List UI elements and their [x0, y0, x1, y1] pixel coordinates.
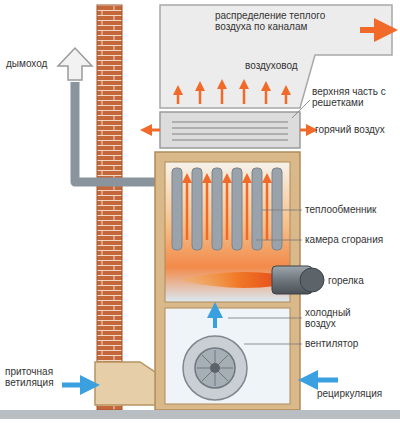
- heat-exchanger-tubes: [172, 168, 282, 250]
- recirculation-arrow: [308, 378, 338, 383]
- fan-compartment: [165, 308, 290, 404]
- fresh-air-arrow: [62, 383, 90, 388]
- heat-arrows: [187, 178, 267, 240]
- fan-wheel: [195, 348, 235, 388]
- brick-chimney: [97, 5, 122, 410]
- ground: [0, 410, 400, 419]
- part-label: верхняя часть с решетками: [312, 86, 396, 108]
- part-label: горелка: [328, 275, 388, 286]
- part-label: дымоход: [6, 58, 56, 69]
- part-label: горячий воздух: [315, 124, 397, 135]
- fan-blades: [197, 350, 233, 386]
- part-label: воздуховод: [245, 60, 315, 71]
- fan-hub: [210, 363, 220, 373]
- grille-section: [160, 112, 300, 148]
- duct-caption: распределение теплого воздуха по каналам: [215, 10, 350, 32]
- grille-slats: [172, 122, 288, 140]
- combustion-chamber: [165, 162, 290, 302]
- outflow-arrow: [360, 27, 386, 33]
- warm-air-arrows: [178, 84, 286, 104]
- fan-housing: [183, 336, 247, 400]
- part-label: вентилятор: [305, 338, 385, 349]
- hot-air-side-arrows: [146, 129, 312, 132]
- part-label: теплообменник: [305, 204, 397, 215]
- part-label: приточная ветиляция: [5, 366, 61, 388]
- leader-lines: [228, 100, 310, 344]
- flue-pipe: [75, 82, 157, 182]
- part-label: холодный воздух: [305, 307, 365, 329]
- fresh-air-intake: [95, 362, 155, 405]
- cold-air-arrow: [213, 310, 217, 328]
- burner-cap: [300, 268, 324, 292]
- burner-flame: [178, 272, 276, 288]
- part-label: камера сгорания: [305, 234, 397, 245]
- part-label: рециркуляция: [317, 388, 397, 399]
- flue-arrow: [58, 48, 92, 80]
